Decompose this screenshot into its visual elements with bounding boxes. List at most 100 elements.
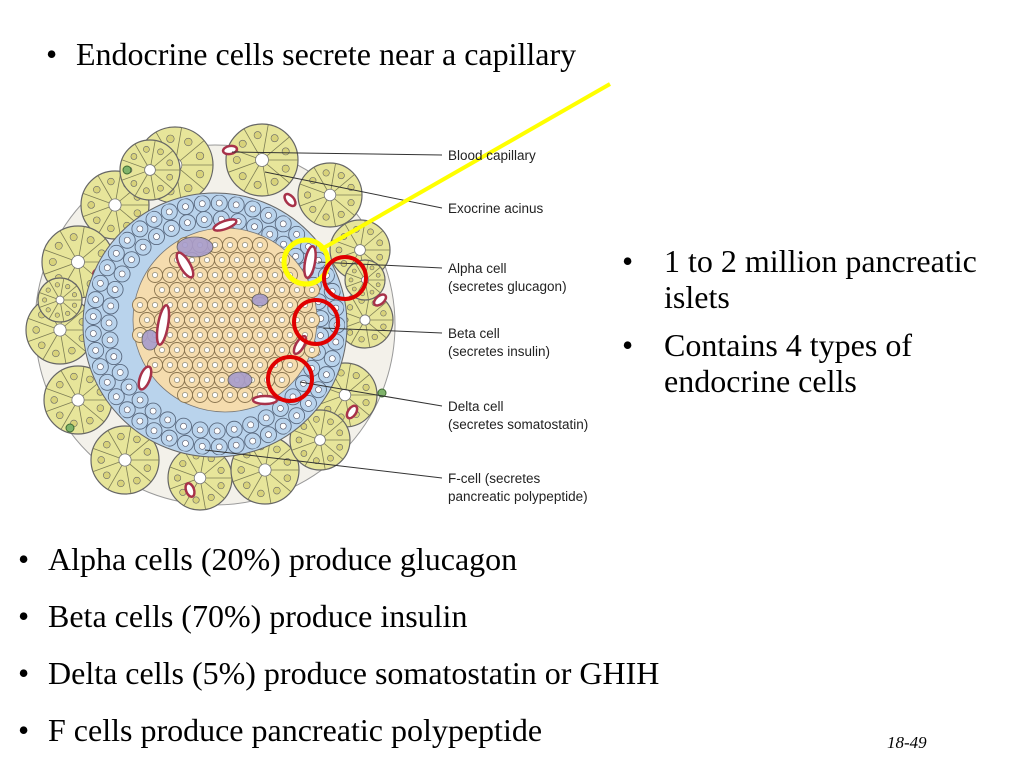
acinar-nucleus xyxy=(335,246,343,254)
alpha-cell-nucleus xyxy=(328,355,336,362)
beta-cell-nucleus xyxy=(197,392,203,398)
beta-cell-nucleus xyxy=(219,347,225,353)
exocrine-acinus xyxy=(297,162,363,228)
beta-cell-nucleus xyxy=(212,272,218,278)
alpha-cell-nucleus xyxy=(277,405,284,412)
alpha-cell-nucleus xyxy=(110,353,118,360)
bullet-marker: • xyxy=(46,36,58,72)
title-bullet: • Endocrine cells secrete near a capillar… xyxy=(46,36,576,72)
islet-capillary xyxy=(303,244,317,280)
alpha-cell-nucleus xyxy=(317,332,324,339)
alpha-cell-nucleus xyxy=(89,313,97,320)
acinar-nucleus xyxy=(322,213,330,221)
beta-cell-nucleus xyxy=(309,317,315,323)
beta-cell-nucleus xyxy=(272,302,278,308)
acinar-nucleus xyxy=(346,304,354,311)
beta-cell-nucleus xyxy=(272,272,278,278)
acinar-nucleus xyxy=(232,156,241,164)
bottom-bullet-item: •Delta cells (5%) produce somatostatin o… xyxy=(18,655,659,691)
acinar-nucleus xyxy=(86,236,95,245)
alpha-cell-nucleus xyxy=(153,233,160,240)
beta-cell-nucleus xyxy=(174,377,180,383)
acinar-nucleus xyxy=(184,137,193,147)
yellow-highlight-circle xyxy=(281,237,331,287)
alpha-cell-nucleus xyxy=(215,443,223,451)
bullet-marker: • xyxy=(18,712,30,748)
leader-line xyxy=(204,449,443,479)
acinar-nucleus xyxy=(238,172,247,181)
beta-cell-nucleus xyxy=(137,332,143,338)
islet-tissue xyxy=(25,123,396,511)
acinar-nucleus xyxy=(50,396,58,404)
beta-cell-nucleus xyxy=(242,332,248,338)
bullet-marker: • xyxy=(622,327,634,363)
label-alpha-cell-note: (secretes glucagon) xyxy=(448,279,567,294)
slide-title: Endocrine cells secrete near a capillary xyxy=(76,36,577,72)
beta-cell-nucleus xyxy=(309,287,315,293)
acinar-nucleus xyxy=(56,411,64,419)
beta-cell-nucleus xyxy=(264,347,270,353)
acinar-nucleus xyxy=(270,134,279,143)
beta-cell-nucleus xyxy=(249,287,255,293)
exocrine-acinus xyxy=(289,409,351,471)
alpha-cell-nucleus xyxy=(279,422,287,430)
beta-cell-nucleus xyxy=(309,347,315,353)
label-delta-cell-note: (secretes somatostatin) xyxy=(448,417,588,432)
acinus-lumen xyxy=(314,434,326,446)
exocrine-acinus xyxy=(37,277,83,323)
exocrine-acinus xyxy=(225,123,299,197)
acinar-nucleus xyxy=(157,148,164,156)
alpha-cell-nucleus xyxy=(305,400,312,407)
alpha-cell-nucleus xyxy=(136,225,144,233)
beta-cell-nucleus xyxy=(197,272,203,278)
delta-cell xyxy=(141,329,159,351)
acinus-lumen xyxy=(193,471,207,485)
alpha-cell-nucleus xyxy=(116,369,124,376)
alpha-cell-nucleus xyxy=(165,208,173,216)
beta-cell-nucleus xyxy=(227,272,233,278)
acinar-nucleus xyxy=(369,289,375,295)
beta-cell-nucleus xyxy=(234,287,240,293)
acinus-lumen xyxy=(71,255,85,269)
beta-cell-nucleus xyxy=(219,257,225,263)
alpha-cell-nucleus xyxy=(247,421,254,429)
beta-cell-nucleus xyxy=(279,347,285,353)
beta-cell-nucleus xyxy=(204,257,210,263)
acinar-nucleus xyxy=(195,151,205,161)
beta-cell-nucleus xyxy=(174,317,180,323)
acinar-nucleus xyxy=(68,346,76,355)
acinar-nucleus xyxy=(369,265,375,271)
islet-capillary xyxy=(175,251,195,279)
beta-cell-nucleus xyxy=(197,362,203,368)
label-beta-cell-note: (secretes insulin) xyxy=(448,344,550,359)
leader-line xyxy=(299,381,443,407)
beta-cell-nucleus xyxy=(152,302,158,308)
bullet-marker: • xyxy=(18,655,30,691)
acinar-nucleus xyxy=(300,450,308,457)
acinar-nucleus xyxy=(87,201,95,209)
alpha-cell-nucleus xyxy=(136,417,144,425)
alpha-cell-nucleus xyxy=(279,220,287,228)
beta-cell-nucleus xyxy=(189,317,195,323)
alpha-cell-nucleus xyxy=(332,338,340,346)
alpha-cell-nucleus xyxy=(128,256,135,263)
acinus-lumen xyxy=(144,164,156,176)
alpha-cell-nucleus xyxy=(251,223,258,230)
beta-cell-nucleus xyxy=(189,257,195,263)
acinar-nucleus xyxy=(192,496,200,504)
acinar-nucleus xyxy=(336,443,344,451)
acinar-nucleus xyxy=(380,310,387,317)
alpha-cell-nucleus xyxy=(106,336,114,344)
label-leader-lines xyxy=(204,151,443,479)
islet-capillary xyxy=(155,304,171,346)
beta-cell-nucleus xyxy=(257,242,263,248)
alpha-cell-nucleus xyxy=(105,319,113,327)
beta-cell-nucleus xyxy=(249,257,255,263)
alpha-cell-nucleus xyxy=(323,371,330,378)
acinar-nucleus xyxy=(93,216,101,224)
alpha-cell-nucleus xyxy=(213,427,221,435)
acinar-nucleus xyxy=(103,471,111,479)
acinar-nucleus xyxy=(143,448,152,456)
acinar-nucleus xyxy=(362,383,370,391)
alpha-cell-nucleus xyxy=(165,434,173,442)
